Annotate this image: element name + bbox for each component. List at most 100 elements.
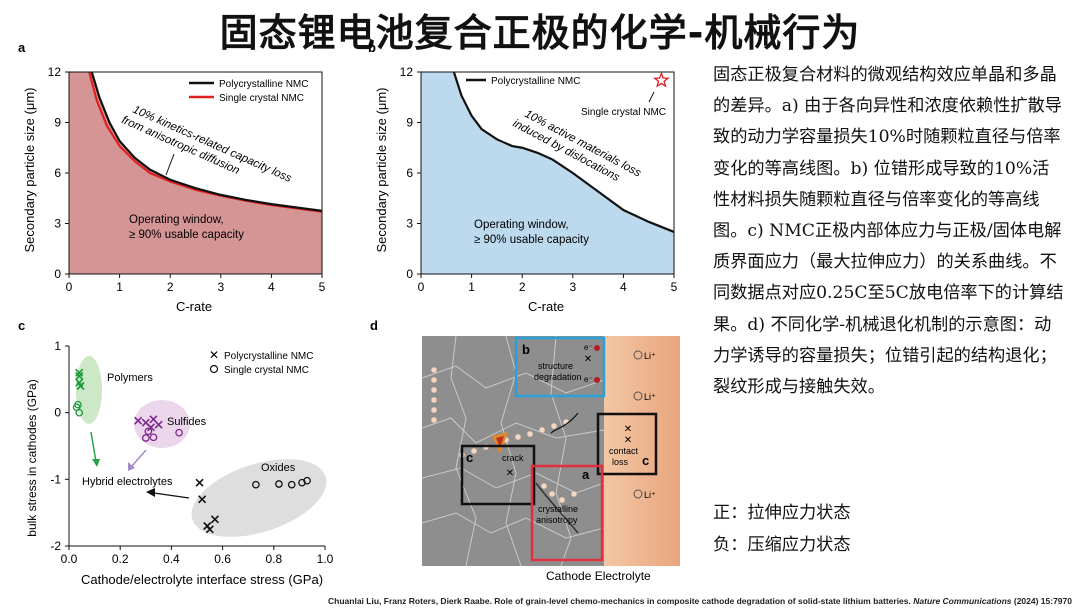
panel-a-xtick-label: 1: [116, 280, 123, 294]
point-o-sulfides: [141, 434, 150, 442]
point-x-oxides: [210, 515, 219, 524]
panel-c-ytick-label: -2: [50, 539, 61, 553]
panel-b-ytick-label: 0: [406, 267, 413, 281]
description-block: 固态正极复合材料的微观结构效应单晶和多晶的差异。a) 由于各向异性和浓度依赖性扩…: [713, 60, 1065, 555]
citation: Chuanlai Liu, Franz Roters, Dierk Raabe.…: [328, 596, 1072, 606]
point-o-sulfides: [149, 433, 158, 442]
electron-bottom: e⁻: [584, 375, 593, 384]
legend-polycrystalline-b: Polycrystalline NMC: [491, 76, 580, 87]
structure-label-2: degradation: [534, 372, 582, 382]
point-x-oxides: [205, 525, 214, 534]
note-negative: 负：压缩应力状态: [713, 535, 851, 555]
electron-top: e⁻: [584, 343, 593, 352]
grain-boundaries: [421, 335, 605, 567]
panel-c-xtick-label: 1.0: [317, 552, 334, 566]
anisotropy-streak: [535, 482, 579, 534]
panel-a-operating-window-fill: [69, 72, 322, 274]
panel-a-ytick-label: 9: [54, 116, 61, 130]
panel-a-ytick-label: 12: [48, 65, 62, 79]
point-o-sulfides: [175, 428, 183, 437]
inset-c-right-box: [596, 412, 658, 476]
panel-c-ytick-label: -1: [50, 472, 61, 486]
panel-d-letter: d: [370, 318, 378, 333]
panel-a-xtick-label: 3: [217, 280, 224, 294]
panel-c-xtick-label: 0.6: [214, 552, 231, 566]
crack-label: crack: [502, 453, 524, 463]
inset-b-label: b: [522, 342, 530, 357]
panel-b-ytick-label: 6: [406, 166, 413, 180]
electrolyte-region: [604, 336, 680, 566]
panel-a-annotation-arrow: [165, 153, 175, 176]
point-o-oxides: [275, 480, 283, 488]
point-x-sulfides: [146, 423, 155, 432]
oxides-cluster: [191, 459, 327, 537]
panel-a-xtick-label: 0: [66, 280, 73, 294]
panel-b-ylabel: Secondary particle size (μm): [374, 88, 389, 253]
legend-single-crystal: Single crystal NMC: [219, 93, 304, 104]
panel-b-xtick-label: 3: [569, 280, 576, 294]
panel-a-xtick-label: 4: [268, 280, 275, 294]
li-ion-labels: Li⁺ Li⁺ Li⁺: [633, 350, 656, 500]
panel-c-ylabel: bulk stress in cathodes (GPa): [25, 379, 39, 536]
panel-a-window-line1: Operating window,: [129, 214, 224, 226]
group-polymers: Polymers: [107, 372, 153, 384]
point-o-sulfides: [144, 427, 153, 436]
panel-b-ytick-label: 9: [406, 116, 413, 130]
group-sulfides: Sulfides: [167, 416, 207, 428]
arrow-oxides-to-hybrid: [153, 492, 190, 499]
inset-a-label: a: [582, 467, 590, 482]
point-x-polymers: [76, 381, 85, 391]
panel-a-ytick-label: 0: [54, 267, 61, 281]
legend-polycrystalline: Polycrystalline NMC: [219, 79, 308, 90]
legend-x-marker: ✕: [209, 348, 219, 362]
panel-b-letter: b: [368, 40, 376, 55]
crack-x: ✕: [506, 468, 514, 479]
note-positive: 正：拉伸应力状态: [713, 503, 851, 523]
li-label-3: Li⁺: [644, 490, 656, 500]
curved-arrow: [550, 412, 579, 434]
point-o-oxides: [252, 480, 260, 489]
point-x-polymers: [75, 371, 84, 381]
polymers-cluster: [76, 356, 102, 424]
panel-b-xtick-label: 5: [671, 280, 678, 294]
panel-a-series-line-0: [90, 71, 323, 212]
inset-c-left-box: [460, 444, 536, 506]
panel-b-ytick-label: 3: [406, 217, 413, 231]
panel-d-bottom-label: Cathode Electrolyte: [546, 569, 651, 583]
panel-a-xlabel: C-rate: [176, 299, 212, 314]
citation-suffix: (2024) 15:7970: [1011, 596, 1072, 606]
legend-o-marker: [209, 364, 219, 374]
panel-b-ytick-label: 12: [400, 65, 414, 79]
description-text: 固态正极复合材料的微观结构效应单晶和多晶的差异。a) 由于各向异性和浓度依赖性扩…: [713, 65, 1064, 398]
structure-label-1: structure: [538, 361, 573, 371]
panel-b-xlabel: C-rate: [528, 299, 564, 314]
panel-c-xlabel: Cathode/electrolyte interface stress (GP…: [81, 572, 323, 587]
citation-text: Chuanlai Liu, Franz Roters, Dierk Raabe.…: [328, 596, 911, 606]
point-o-oxides: [303, 476, 311, 485]
panel-a-ylabel: Secondary particle size (μm): [22, 88, 37, 253]
slide-title: 固态锂电池复合正极的化学-机械行为: [219, 11, 861, 55]
group-oxides: Oxides: [261, 462, 296, 474]
inset-b-x: ✕: [584, 354, 592, 365]
point-o-polymers: [74, 400, 82, 409]
electron-dot-bottom: [594, 377, 600, 383]
panel-c-letter: c: [18, 318, 25, 333]
inset-c-right-x1: ✕: [624, 424, 632, 435]
panel-b-window-line2: ≥ 90% usable capacity: [474, 234, 589, 246]
panel-c-ytick-label: 0: [54, 406, 61, 420]
arrow-sulfides-to-hybrid: [131, 449, 147, 467]
panel-c-xtick-label: 0.0: [61, 552, 78, 566]
panel-a-ytick-label: 6: [54, 166, 61, 180]
panel-a-legend: Polycrystalline NMC Single crystal NMC: [189, 79, 308, 104]
panel-b-legend: Polycrystalline NMC: [466, 76, 580, 87]
point-o-oxides: [287, 480, 296, 489]
panel-b-star-arrow: [648, 91, 655, 103]
li-label-1: Li⁺: [644, 351, 656, 361]
crack-core: [496, 436, 504, 448]
panel-b-xtick-label: 4: [620, 280, 627, 294]
li-label-2: Li⁺: [644, 392, 656, 402]
panel-b-xtick-label: 1: [468, 280, 475, 294]
single-crystal-star-marker: [652, 71, 670, 88]
